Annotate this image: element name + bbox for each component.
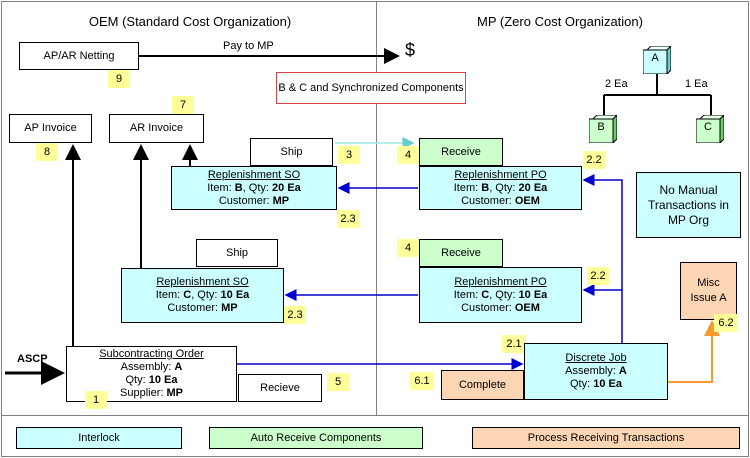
legend-process-label: Process Receiving Transactions [527, 431, 685, 444]
bom-item-a: A [642, 44, 673, 76]
legend-process-receiving: Process Receiving Transactions [472, 427, 740, 449]
so-b-item-line: Item: B, Qty: 20 Ea [207, 181, 301, 194]
step-9-note: 9 [108, 70, 130, 88]
discrete-job[interactable]: Discrete Job Assembly: A Qty: 10 Ea [524, 343, 668, 400]
receive-label-b: Receive [441, 145, 481, 158]
step-2-2-note-a: 2.2 [583, 151, 605, 169]
recieve-label: Recieve [260, 381, 300, 394]
step-5-note: 5 [327, 373, 349, 391]
sync-components-label: B & C and Synchronized Components [278, 81, 464, 94]
replenishment-po-c[interactable]: Replenishment PO Item: C, Qty: 10 Ea Cus… [419, 267, 582, 323]
po-b-customer-line: Customer: OEM [461, 194, 540, 207]
misc-issue-box[interactable]: Misc Issue A [680, 262, 737, 320]
bom-a-label: A [651, 52, 659, 64]
ship-label-c: Ship [225, 246, 249, 259]
discrete-job-title: Discrete Job [565, 352, 627, 364]
legend-interlock: Interlock [16, 427, 182, 449]
no-manual-transactions-box[interactable]: No Manual Transactions in MP Org [636, 172, 741, 238]
sync-components-box[interactable]: B & C and Synchronized Components [276, 72, 466, 104]
ship-box-b[interactable]: Ship [250, 138, 333, 166]
step-2-1-note: 2.1 [502, 335, 526, 353]
bom-b-qty: 2 Ea [605, 78, 628, 90]
dollar-sign: $ [405, 40, 416, 60]
complete-box[interactable]: Complete [441, 370, 524, 400]
ap-invoice-label: AP Invoice [24, 122, 77, 134]
step-2-3-note-b: 2.3 [284, 306, 306, 324]
subcontracting-order[interactable]: Subcontracting Order Assembly: A Qty: 10… [66, 346, 237, 402]
step-3-note: 3 [338, 146, 360, 164]
replenishment-so-c[interactable]: Replenishment SO Item: C, Qty: 10 Ea Cus… [121, 268, 284, 323]
ar-invoice-box[interactable]: AR Invoice [109, 114, 204, 143]
step-4-note-a: 4 [397, 146, 419, 164]
receive-label-c: Receive [441, 246, 481, 259]
sub-order-assembly-line: Assembly: A [120, 361, 183, 373]
complete-label: Complete [458, 378, 507, 391]
receive-box-b[interactable]: Receive [419, 138, 503, 166]
recieve-box[interactable]: Recieve [238, 374, 322, 402]
ship-box-c[interactable]: Ship [196, 239, 278, 267]
po-c-item-line: Item: C, Qty: 10 Ea [453, 288, 548, 301]
legend-divider [1, 415, 749, 416]
so-c-customer-line: Customer: MP [167, 302, 238, 314]
so-c-item-line: Item: C, Qty: 10 Ea [155, 289, 250, 301]
bom-c-qty: 1 Ea [685, 78, 708, 90]
po-c-title: Replenishment PO [454, 275, 547, 288]
po-b-item-line: Item: B, Qty: 20 Ea [453, 181, 548, 194]
ap-ar-netting-label: AP/AR Netting [43, 49, 115, 62]
sub-order-supplier-line: Supplier: MP [120, 387, 183, 399]
discrete-job-qty-line: Qty: 10 Ea [570, 378, 622, 390]
step-4-note-b: 4 [397, 239, 419, 257]
so-b-title: Replenishment SO [207, 168, 301, 181]
job-to-po-b-arrow [582, 174, 623, 343]
bom-b-label: B [597, 121, 605, 133]
legend-interlock-label: Interlock [78, 431, 120, 444]
step-8-note: 8 [36, 143, 58, 161]
so-c-title: Replenishment SO [156, 276, 249, 288]
ap-invoice-box[interactable]: AP Invoice [9, 114, 92, 143]
step-2-2-note-b: 2.2 [587, 267, 609, 285]
replenishment-po-b[interactable]: Replenishment PO Item: B, Qty: 20 Ea Cus… [419, 166, 582, 210]
mp-org-title: MP (Zero Cost Organization) [477, 14, 643, 29]
step-1-note: 1 [85, 391, 107, 409]
discrete-job-assembly-line: Assembly: A [565, 365, 627, 377]
org-divider [376, 1, 377, 415]
step-7-note: 7 [172, 96, 194, 114]
bom-c-label: C [704, 121, 712, 133]
job-to-misc-arrow [668, 320, 720, 383]
step-6-2-note: 6.2 [714, 314, 738, 332]
so-b-customer-line: Customer: MP [218, 194, 290, 207]
sub-order-qty-line: Qty: 10 Ea [125, 374, 178, 386]
legend-auto-receive: Auto Receive Components [209, 427, 423, 449]
bom-item-c: C [695, 113, 726, 145]
legend-auto-label: Auto Receive Components [250, 431, 382, 444]
receive-box-c[interactable]: Receive [419, 239, 503, 267]
step-2-3-note-a: 2.3 [337, 210, 359, 228]
oem-org-title: OEM (Standard Cost Organization) [88, 14, 292, 29]
no-manual-label: No Manual Transactions in MP Org [648, 182, 729, 227]
po-b-title: Replenishment PO [454, 168, 547, 181]
ar-invoice-label: AR Invoice [129, 122, 184, 134]
ap-ar-netting-box[interactable]: AP/AR Netting [19, 42, 139, 70]
step-6-1-note: 6.1 [410, 372, 434, 390]
po-c-customer-line: Customer: OEM [461, 301, 540, 314]
replenishment-so-b[interactable]: Replenishment SO Item: B, Qty: 20 Ea Cus… [171, 166, 337, 210]
pay-to-mp-label: Pay to MP [223, 40, 274, 52]
ship-label-b: Ship [280, 145, 303, 158]
bom-item-b: B [588, 113, 619, 145]
misc-issue-label: Misc Issue A [690, 277, 727, 304]
sub-order-title: Subcontracting Order [99, 348, 204, 360]
ascp-label: ASCP [17, 353, 48, 365]
